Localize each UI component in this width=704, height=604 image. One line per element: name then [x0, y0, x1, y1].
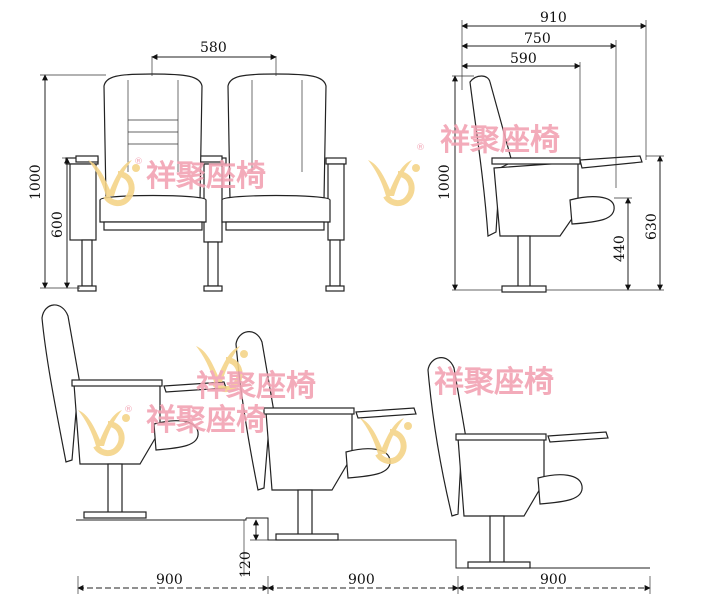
- dim-side-seat: 440: [612, 235, 628, 262]
- dim-front-height: 1000: [28, 164, 44, 200]
- watermark-2: 祥聚座椅 ®: [368, 123, 560, 203]
- watermark-4: 祥聚座椅: [196, 346, 316, 404]
- svg-text:®: ®: [134, 157, 143, 167]
- watermark-3: 祥聚座椅 ®: [78, 403, 266, 453]
- dim-side-short: 590: [510, 51, 537, 67]
- side-view: 910 750 590 1000 630 440: [437, 10, 664, 293]
- dim-side-mid: 750: [524, 31, 551, 47]
- dim-front-seat: 600: [50, 211, 66, 238]
- logo-icon: [368, 160, 420, 203]
- svg-text:®: ®: [416, 143, 425, 153]
- dim-row-1: 900: [156, 572, 183, 588]
- dim-step-height: 120: [238, 551, 254, 578]
- watermark-text: 祥聚座椅: [146, 159, 266, 194]
- watermark-text: 祥聚座椅: [196, 369, 316, 404]
- svg-text:®: ®: [124, 405, 133, 415]
- dim-side-total: 910: [540, 10, 567, 26]
- dim-side-height: 1000: [437, 164, 453, 200]
- front-view: 580 1000 600: [28, 40, 347, 292]
- row-view: 120 900 900 900: [41, 304, 651, 594]
- watermark-text: 祥聚座椅: [434, 365, 554, 400]
- dim-side-desk: 630: [644, 213, 660, 240]
- dim-front-width: 580: [200, 40, 227, 56]
- dim-row-2: 900: [348, 572, 375, 588]
- watermark-5: 祥聚座椅: [360, 365, 554, 461]
- watermark-text: 祥聚座椅: [440, 123, 560, 158]
- watermark-text: 祥聚座椅: [146, 403, 266, 438]
- watermark-1: 祥聚座椅 ®: [88, 157, 266, 203]
- dim-row-3: 900: [540, 572, 567, 588]
